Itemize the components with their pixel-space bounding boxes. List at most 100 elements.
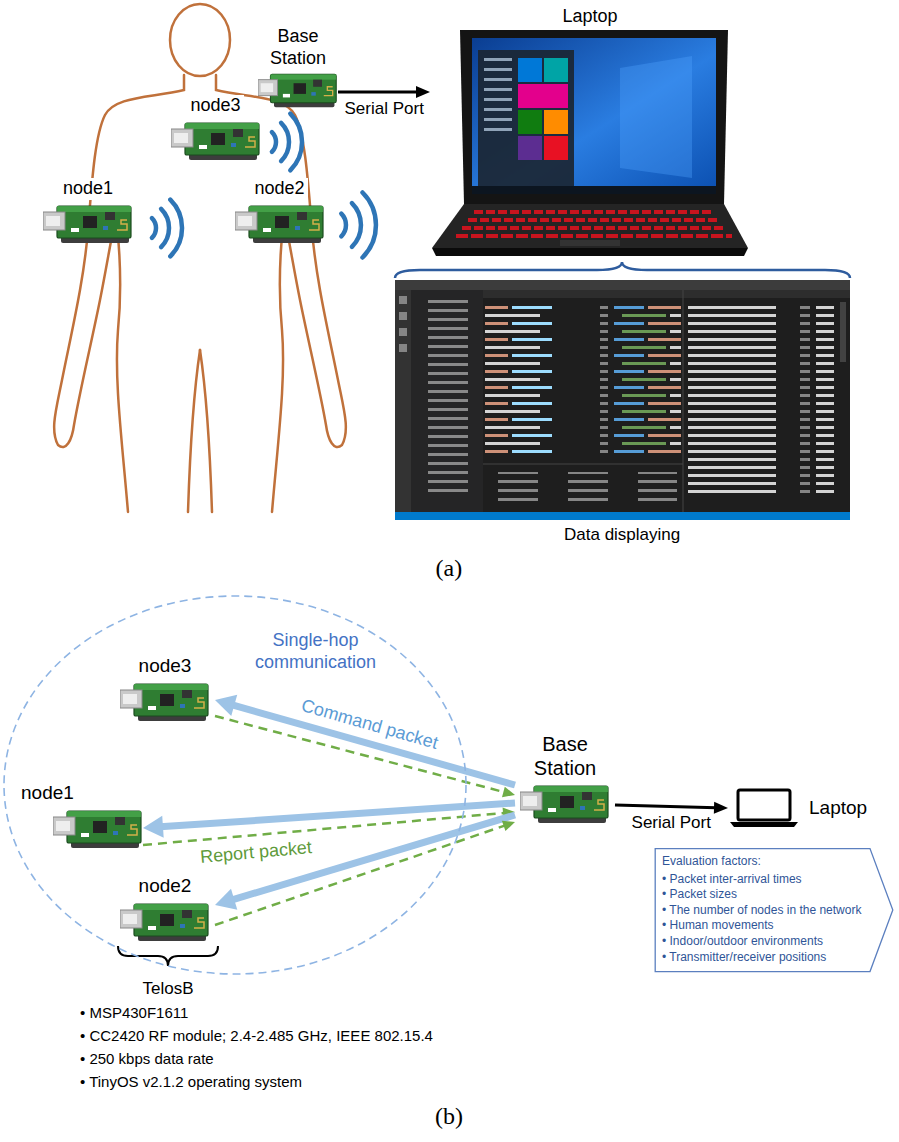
telosb-board [520, 780, 610, 825]
human-body-outline [54, 4, 346, 512]
editor-screenshot [483, 464, 683, 465]
editor-screenshot [683, 290, 850, 298]
radio-waves [352, 203, 361, 247]
arrow-head [714, 802, 728, 814]
screen-bracket [395, 262, 850, 278]
range-outline [4, 596, 466, 974]
callout-item: • Packet sizes [662, 887, 872, 903]
editor-screenshot [683, 290, 684, 512]
editor-screenshot [395, 512, 850, 520]
telosb-board [120, 898, 210, 943]
telosb-board [53, 811, 141, 848]
telosb-board [235, 206, 323, 243]
edge-label: Serial Port [343, 99, 426, 119]
callout-heading: Evaluation factors: [662, 854, 872, 870]
editor-screenshot [395, 280, 850, 290]
base-station: Base Station [515, 732, 615, 825]
editor-screenshot [840, 302, 846, 362]
editor-screenshot [399, 328, 407, 336]
label-row: node2 [115, 875, 215, 898]
editor-screenshot [395, 280, 850, 520]
connector-line [160, 803, 515, 827]
node-label: Base Station [515, 732, 615, 780]
label-row: Base Station [515, 732, 615, 780]
arrow-head [143, 816, 164, 838]
telosb-board [120, 678, 210, 723]
telosb-board [53, 805, 143, 850]
sensor-node: node3 [115, 655, 215, 723]
spec-item: • 250 kbps data rate [80, 1050, 214, 1068]
radio-waves [170, 200, 182, 257]
radio-waves [363, 193, 376, 258]
editor-screenshot [399, 312, 407, 320]
laptop-icon [728, 788, 800, 828]
label-row: Base Station [258, 26, 338, 69]
node-label: node3 [187, 95, 243, 117]
telosb-board [258, 75, 336, 108]
serial-arrow [615, 802, 728, 814]
label-row: node3 [168, 95, 263, 117]
connector-line [143, 813, 505, 845]
callout-item: • Human movements [662, 918, 872, 934]
radio-waves [281, 123, 289, 161]
human-body-outline [170, 4, 230, 76]
laptop: Laptop [430, 6, 750, 258]
report-arrow [215, 821, 515, 925]
laptop: Laptop [728, 788, 888, 828]
editor-screenshot [688, 302, 834, 498]
range-ellipse: Single-hop communication node3 node1 node2 [3, 595, 467, 975]
node-label: Base Station [258, 26, 338, 69]
radio-waves [272, 132, 276, 152]
sensor-node: node1 [38, 178, 138, 245]
node-label: node2 [251, 178, 307, 200]
connector-line [338, 91, 418, 94]
telosb-board [43, 206, 131, 243]
callout-outline [655, 849, 893, 972]
spec-item: • MSP430F1611 [80, 1004, 188, 1022]
telosb-board [171, 117, 261, 162]
editor-screenshot [395, 280, 850, 520]
label-row: node3 [115, 655, 215, 678]
report-arrow [143, 808, 515, 845]
connector-line [215, 825, 505, 925]
arrow-head [502, 787, 515, 798]
radio-waves [290, 114, 302, 171]
panel-label: (a) [436, 554, 463, 583]
node-label: node3 [136, 655, 195, 678]
radio-waves [341, 214, 346, 237]
serial-arrow [338, 86, 430, 98]
callout-item: • Packet inter-arrival times [662, 872, 872, 888]
device-name: TelosB [143, 979, 194, 999]
node-label: Laptop [806, 797, 870, 820]
base-station: Base Station [258, 26, 338, 109]
edge-label: Command packet [297, 695, 442, 755]
label-row: node1 [18, 782, 143, 805]
label-row: node1 [38, 178, 138, 200]
spec-item: • CC2420 RF module; 2.4-2.485 GHz, IEEE … [80, 1027, 433, 1045]
spec-item: • TinyOS v2.1.2 operating system [80, 1073, 302, 1091]
sensor-node: node2 [232, 178, 327, 245]
panel-label: (b) [435, 1102, 463, 1131]
editor-screenshot [399, 344, 407, 352]
editor-screenshot [413, 298, 481, 494]
telosb-board [258, 69, 338, 109]
edge-label: Serial Port [630, 813, 713, 833]
arrow-head [215, 695, 237, 716]
edge-label: Report packet [197, 837, 315, 869]
range-label: Single-hop communication [253, 630, 378, 673]
callout-item: • The number of nodes in the network [662, 903, 872, 919]
radio-waves [152, 218, 156, 238]
arrow-head [215, 889, 237, 910]
callout-item: • Transmitter/receiver positions [662, 950, 872, 966]
sensor-node: node2 [115, 875, 215, 943]
label-row: Laptop [430, 6, 750, 28]
telosb-board [171, 123, 259, 160]
editor-screenshot [485, 302, 681, 458]
node-label: node1 [18, 782, 77, 805]
telosb-board [120, 684, 208, 721]
telosb-board [43, 200, 133, 245]
telosb-board [235, 200, 325, 245]
laptop-icon [730, 790, 798, 827]
sensor-node: node3 [168, 95, 263, 162]
node-label: Laptop [559, 6, 620, 28]
